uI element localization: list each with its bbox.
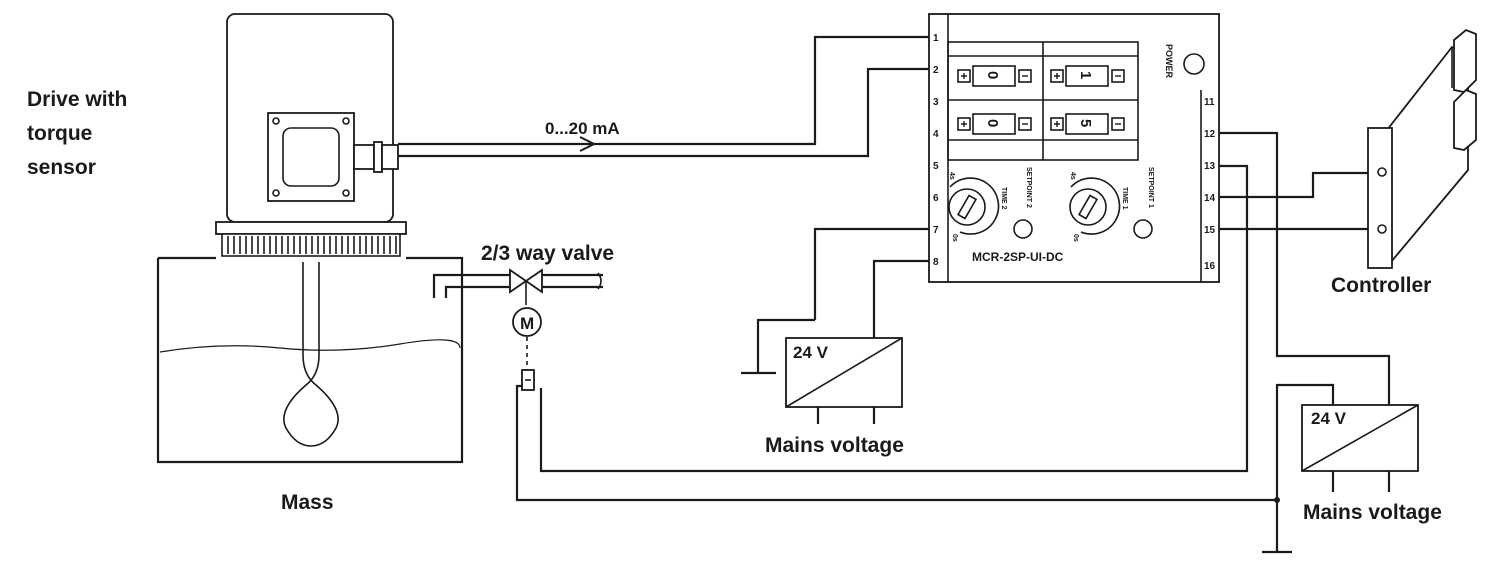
wiring — [398, 35, 1391, 554]
digit-cell-4 — [1050, 113, 1125, 135]
valve-2-3-way — [432, 268, 603, 391]
digit-2: 1 — [1077, 71, 1094, 79]
terminal-1: 1 — [933, 33, 939, 44]
psu-right-mains: Mains voltage — [1303, 501, 1442, 524]
terminal-7: 7 — [933, 225, 939, 236]
digit-3: 0 — [984, 119, 1001, 127]
mass-label: Mass — [281, 491, 334, 514]
setpoint1-button — [1133, 219, 1153, 239]
time2-dial — [948, 177, 1000, 235]
time1-dial — [1069, 177, 1121, 235]
setpoint2-button — [1013, 219, 1033, 239]
time2-dial-min: 0s — [951, 234, 958, 242]
digit-cell-2 — [1050, 65, 1125, 87]
psu-left-voltage: 24 V — [793, 343, 829, 362]
mcr-module — [928, 13, 1220, 283]
terminal-16: 16 — [1204, 261, 1216, 272]
drive-label-line2: torque — [27, 122, 92, 145]
drive-with-torque-sensor — [215, 13, 407, 257]
psu-left-mains: Mains voltage — [765, 434, 904, 457]
setpoint2-label: SETPOINT 2 — [1025, 167, 1032, 208]
current-label: 0...20 mA — [545, 119, 620, 138]
power-led — [1183, 53, 1205, 75]
motor-label: M — [520, 314, 534, 333]
valve-label: 2/3 way valve — [481, 242, 614, 265]
time1-dial-min: 0s — [1072, 234, 1079, 242]
power-supply-left — [785, 337, 903, 408]
terminal-2: 2 — [933, 65, 939, 76]
time1-label: TIME 1 — [1121, 187, 1128, 210]
terminal-14: 14 — [1204, 193, 1216, 204]
power-supply-right — [1301, 404, 1419, 472]
digit-cell-3 — [957, 113, 1032, 135]
drive-label-line1: Drive with — [27, 88, 127, 111]
controller — [1367, 28, 1477, 269]
terminal-6: 6 — [933, 193, 939, 204]
module-name: MCR-2SP-UI-DC — [972, 250, 1064, 264]
terminal-8: 8 — [933, 257, 939, 268]
terminal-12: 12 — [1204, 129, 1216, 140]
time1-dial-max: 4s — [1069, 172, 1076, 180]
terminal-4: 4 — [933, 129, 939, 140]
digit-cell-1 — [957, 65, 1032, 87]
setpoint1-label: SETPOINT 1 — [1147, 167, 1154, 208]
time2-dial-max: 4s — [948, 172, 955, 180]
psu-right-voltage: 24 V — [1311, 409, 1347, 428]
terminal-13: 13 — [1204, 161, 1216, 172]
labels: Drive with torque sensor Mass 2/3 way va… — [27, 33, 1442, 524]
power-label: POWER — [1164, 44, 1174, 79]
terminal-11: 11 — [1204, 97, 1215, 108]
digit-4: 5 — [1077, 119, 1094, 127]
terminal-15: 15 — [1204, 225, 1216, 236]
digit-1: 0 — [984, 71, 1001, 79]
terminal-5: 5 — [933, 161, 939, 172]
time2-label: TIME 2 — [1000, 187, 1007, 210]
mass-tank — [156, 256, 464, 464]
drive-label-line3: sensor — [27, 156, 96, 179]
controller-label: Controller — [1331, 274, 1431, 297]
terminal-3: 3 — [933, 97, 939, 108]
